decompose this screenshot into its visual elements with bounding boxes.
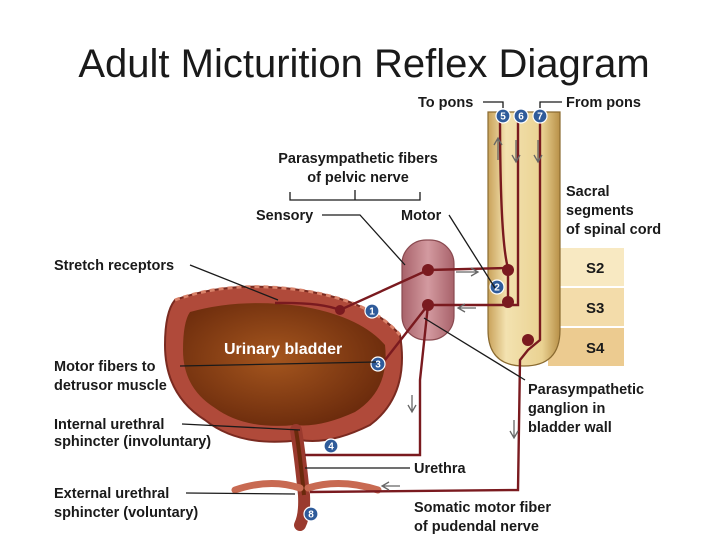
label-motor-fibers-1: Motor fibers to (54, 359, 156, 375)
step-marker-8 (303, 506, 319, 522)
label-pelvic-nerve: of pelvic nerve (307, 170, 409, 186)
labels: To pons From pons Parasympathetic fibers… (54, 95, 661, 535)
spinal-cord (487, 111, 624, 367)
label-s4: S4 (586, 340, 605, 357)
label-s3: S3 (586, 300, 604, 317)
step-number-6: 6 (518, 112, 524, 123)
step-marker-5 (495, 108, 511, 124)
label-sacral-1: Sacral (566, 184, 610, 200)
label-ganglion-3: bladder wall (528, 420, 612, 436)
label-sensory: Sensory (256, 208, 313, 224)
label-ganglion-1: Parasympathetic (528, 382, 644, 398)
label-sacral-3: of spinal cord (566, 222, 661, 238)
leader-lines (179, 101, 562, 495)
step-marker-3 (370, 356, 386, 372)
label-ganglion-2: ganglion in (528, 401, 605, 417)
label-motor-fibers-2: detrusor muscle (54, 378, 167, 394)
label-internal-sphincter-2: sphincter (involuntary) (54, 434, 211, 450)
step-marker-7 (532, 108, 548, 124)
nerve-pathways (274, 111, 542, 494)
label-stretch-receptors: Stretch receptors (54, 258, 174, 274)
label-to-pons: To pons (418, 95, 473, 111)
label-external-sphincter-2: sphincter (voluntary) (54, 505, 198, 521)
label-motor: Motor (401, 208, 442, 224)
step-markers: 1 2 3 4 5 6 7 8 (303, 108, 548, 522)
step-marker-6 (513, 108, 529, 124)
label-somatic-motor-1: Somatic motor fiber (414, 500, 551, 516)
label-external-sphincter-1: External urethral (54, 486, 169, 502)
step-marker-2 (489, 279, 505, 295)
label-somatic-motor-2: of pudendal nerve (414, 519, 539, 535)
label-sacral-2: segments (566, 203, 634, 219)
label-s2: S2 (586, 260, 604, 277)
step-number-2: 2 (494, 283, 500, 294)
label-internal-sphincter-1: Internal urethral (54, 417, 164, 433)
label-parasympathetic-fibers: Parasympathetic fibers (278, 151, 438, 167)
urinary-bladder (163, 285, 403, 531)
flow-arrows (380, 136, 543, 491)
parasympathetic-ganglion (401, 239, 455, 341)
step-number-1: 1 (369, 307, 375, 318)
label-from-pons: From pons (566, 95, 641, 111)
step-number-4: 4 (328, 442, 334, 453)
step-number-3: 3 (375, 360, 381, 371)
step-marker-4 (323, 438, 339, 454)
step-number-8: 8 (308, 510, 314, 521)
label-urinary-bladder: Urinary bladder (224, 341, 342, 358)
label-urethra: Urethra (414, 461, 467, 477)
step-marker-1 (364, 303, 380, 319)
step-number-5: 5 (500, 112, 506, 123)
step-number-7: 7 (537, 112, 543, 123)
slide-title: Adult Micturition Reflex Diagram (78, 42, 650, 86)
